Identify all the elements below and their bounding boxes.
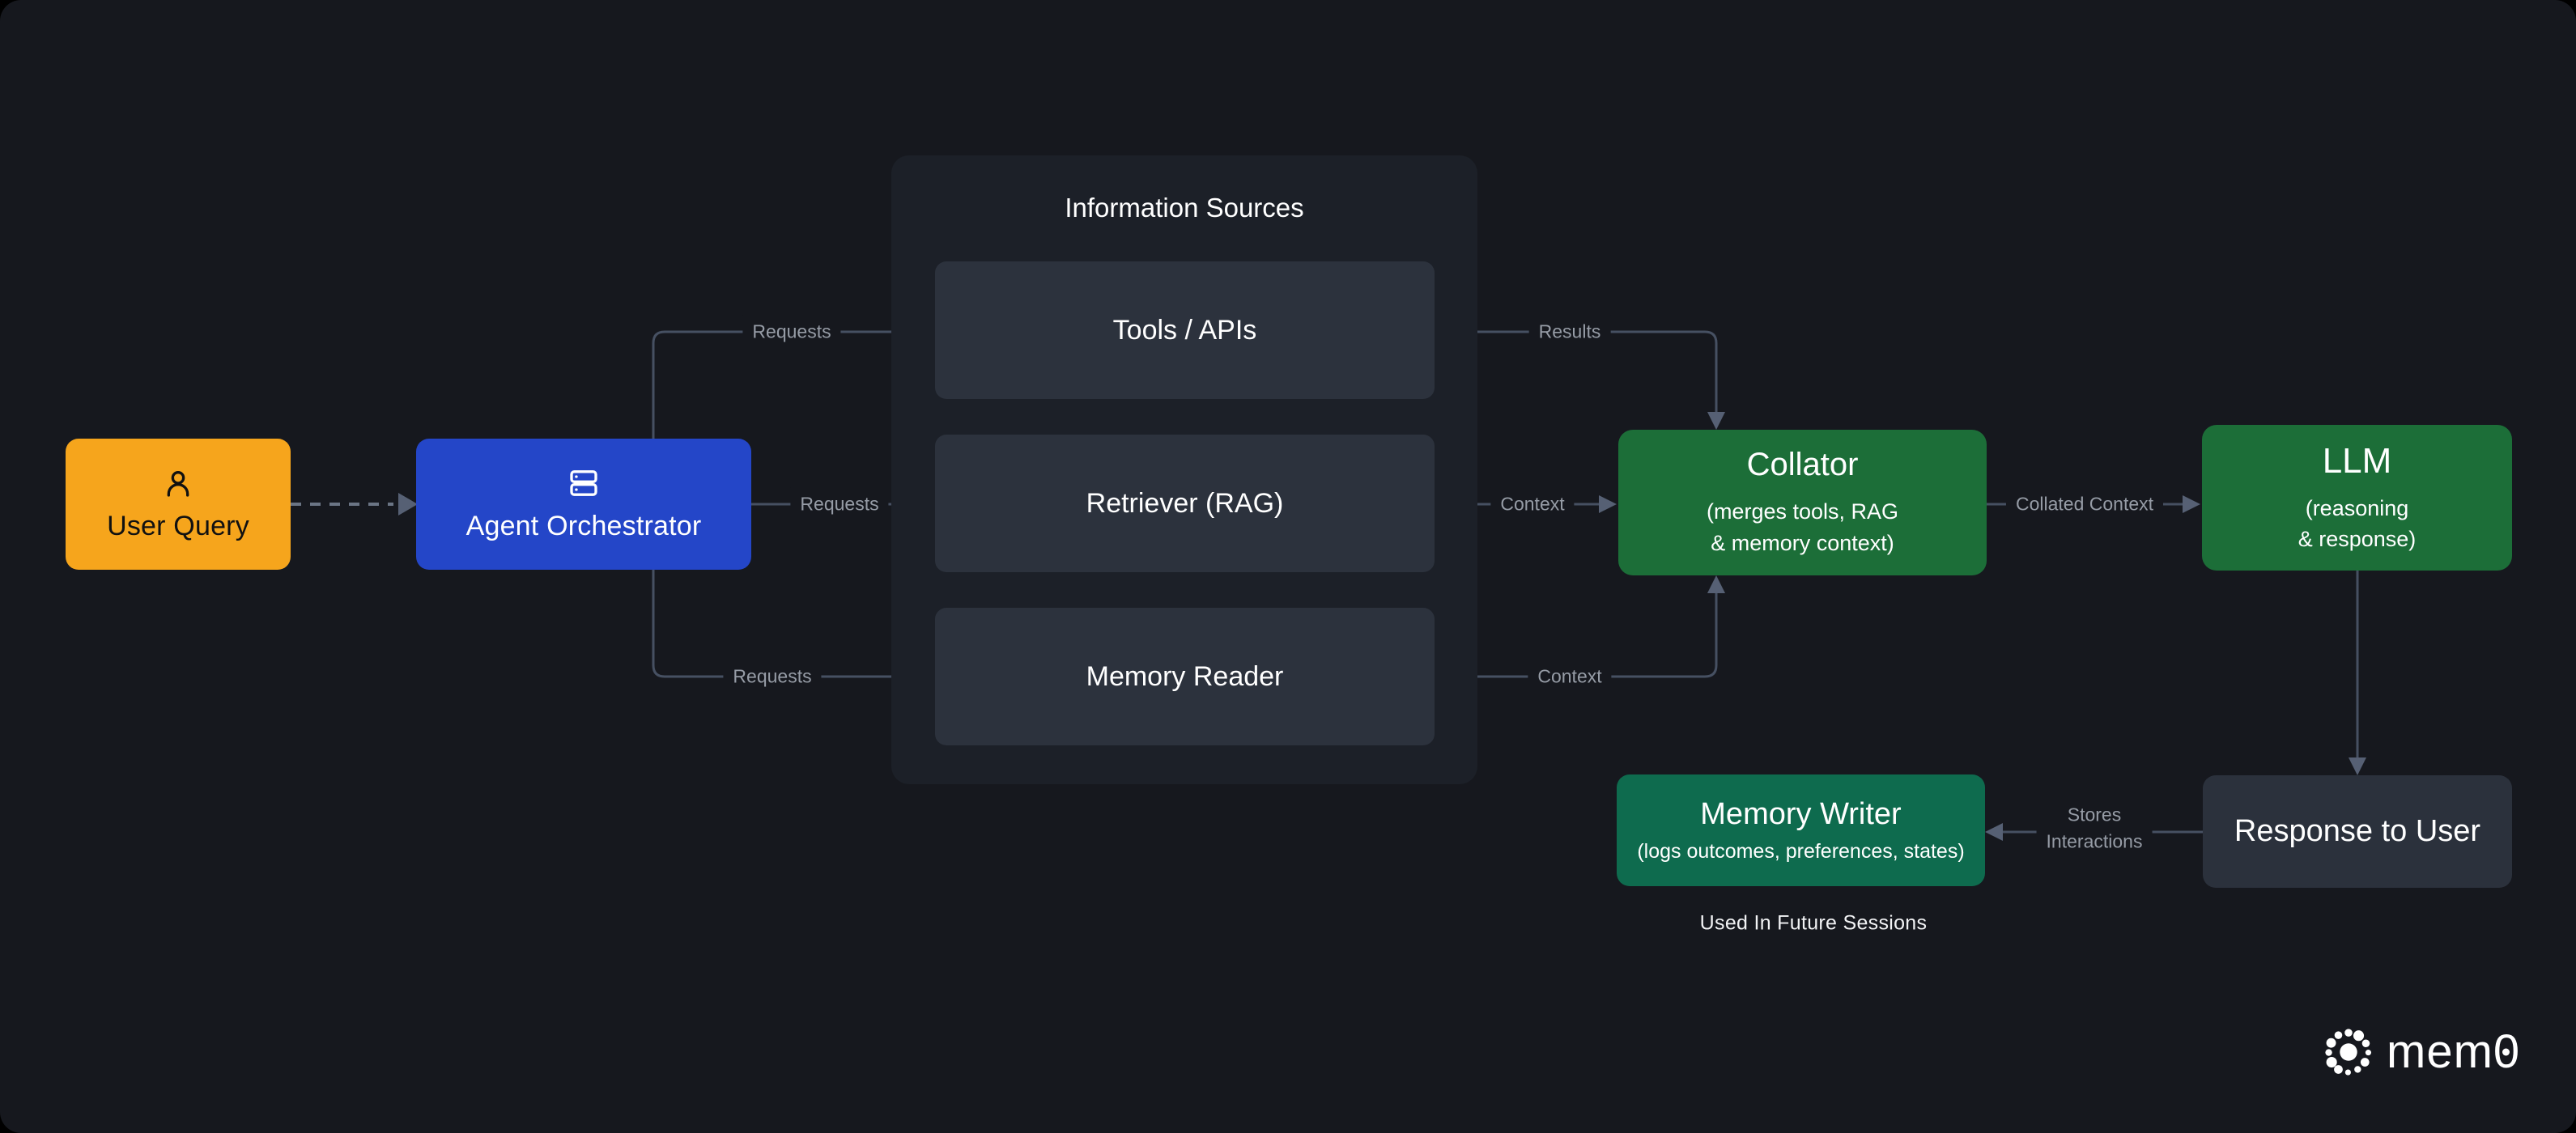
memory-writer-title: Memory Writer <box>1700 797 1902 831</box>
tools-apis-label: Tools / APIs <box>1112 314 1257 346</box>
node-llm[interactable]: LLM (reasoning & response) <box>2202 425 2512 571</box>
edge-label-context-rag: Context <box>1490 487 1575 521</box>
brand-wordmark: mem0 <box>2387 1029 2520 1076</box>
edge-label-collated-context: Collated Context <box>2005 487 2164 521</box>
llm-subtitle: (reasoning & response) <box>2298 495 2417 551</box>
user-icon <box>162 467 194 499</box>
retriever-rag-label: Retriever (RAG) <box>1086 487 1284 519</box>
collator-title: Collator <box>1746 447 1859 483</box>
node-memory-writer[interactable]: Memory Writer (logs outcomes, preference… <box>1617 774 1985 886</box>
information-sources-title: Information Sources <box>1065 193 1304 223</box>
edge-label-stores-interactions: Stores Interactions <box>2036 798 2153 859</box>
zero-dot <box>2502 1048 2510 1056</box>
edge-label-results: Results <box>1528 315 1611 349</box>
edge-label-requests-bottom: Requests <box>723 660 822 694</box>
response-to-user-label: Response to User <box>2234 814 2481 848</box>
edge-user-to-orchestrator <box>291 493 418 516</box>
node-collator[interactable]: Collator (merges tools, RAG & memory con… <box>1618 430 1987 575</box>
mem0-logo-icon <box>2323 1027 2374 1077</box>
memory-writer-subtitle: (logs outcomes, preferences, states) <box>1637 840 1965 863</box>
user-query-label: User Query <box>107 510 249 541</box>
brand-wordmark-text: mem0 <box>2387 1025 2521 1078</box>
agent-orchestrator-label: Agent Orchestrator <box>465 510 702 541</box>
future-sessions-note: Used In Future Sessions <box>1699 911 1928 935</box>
memory-reader-label: Memory Reader <box>1086 660 1284 692</box>
node-user-query[interactable]: User Query <box>66 439 291 570</box>
llm-title: LLM <box>2322 440 2392 481</box>
edge-label-context-memory: Context <box>1528 660 1612 694</box>
edge-label-requests-top: Requests <box>742 315 841 349</box>
node-agent-orchestrator[interactable]: Agent Orchestrator <box>416 439 751 570</box>
collator-subtitle: (merges tools, RAG & memory context) <box>1706 499 1899 555</box>
edge-llm-to-response <box>2349 571 2366 775</box>
brand-logo: mem0 <box>2323 1027 2520 1077</box>
node-retriever-rag[interactable]: Retriever (RAG) <box>935 435 1435 572</box>
node-tools-apis[interactable]: Tools / APIs <box>935 261 1435 399</box>
edge-label-requests-mid: Requests <box>790 487 889 521</box>
node-memory-reader[interactable]: Memory Reader <box>935 608 1435 745</box>
server-icon <box>567 467 600 499</box>
node-response-to-user[interactable]: Response to User <box>2203 775 2512 888</box>
